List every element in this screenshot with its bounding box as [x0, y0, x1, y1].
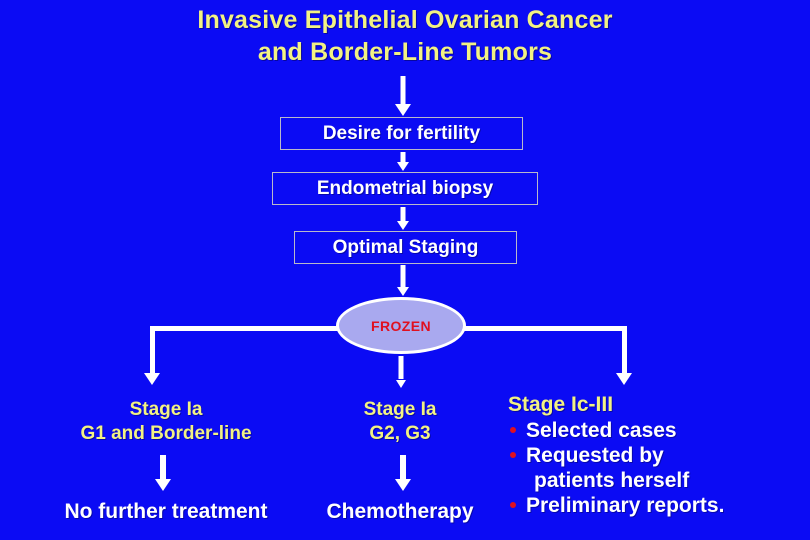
list-item-text: Preliminary reports. [526, 494, 725, 517]
arrow-head-icon [155, 479, 171, 491]
connector-right-horizontal [452, 326, 627, 331]
arrow-head-icon [396, 380, 406, 388]
arrow-shaft [398, 356, 404, 379]
arrow-title-to-fertility [394, 76, 412, 116]
bullet-dot-icon [510, 452, 516, 458]
bullet-dot-icon [510, 502, 516, 508]
flow-box-label: Optimal Staging [332, 236, 479, 258]
connector-right-vertical [622, 326, 627, 374]
branch-left-stage-label: Stage Ia G1 and Border-line [38, 398, 294, 446]
list-item-text: Selected cases [526, 419, 677, 442]
arrow-staging-to-frozen [396, 265, 410, 296]
arrow-fertility-to-biopsy [396, 152, 410, 171]
page-title: Invasive Epithelial Ovarian Cancer and B… [0, 4, 810, 68]
branch-left-stage-line-1: Stage Ia [129, 399, 203, 420]
branch-middle-stage-line-2: G2, G3 [369, 423, 431, 444]
arrow-shaft [160, 455, 166, 479]
arrow-head-icon-left-branch [144, 373, 160, 385]
connector-left-vertical [150, 326, 155, 374]
branch-right-column: Stage Ic-III Selected cases Requested by… [508, 392, 804, 518]
arrow-shaft [400, 76, 406, 104]
branch-middle-outcome: Chemotherapy [326, 500, 474, 523]
arrow-left-stage-to-outcome [154, 455, 172, 491]
arrow-shaft [400, 265, 406, 287]
arrow-frozen-to-middle-branch [394, 356, 408, 388]
title-line-1: Invasive Epithelial Ovarian Cancer [197, 6, 613, 34]
arrow-head-icon-right-branch [616, 373, 632, 385]
arrow-head-icon [395, 104, 411, 116]
branch-right-stage-title: Stage Ic-III [508, 393, 614, 416]
decision-node-label: FROZEN [371, 317, 431, 334]
title-line-2: and Border-Line Tumors [257, 38, 553, 66]
flow-box-optimal-staging[interactable]: Optimal Staging [294, 231, 517, 264]
branch-left-stage-line-2: G1 and Border-line [80, 423, 252, 444]
arrow-shaft [400, 207, 406, 221]
decision-node-frozen[interactable]: FROZEN [336, 297, 466, 354]
branch-middle-stage-label: Stage Ia G2, G3 [300, 398, 500, 446]
list-item-continuation: patients herself [534, 469, 690, 492]
flow-box-label: Desire for fertility [322, 122, 481, 144]
arrow-head-icon [395, 479, 411, 491]
branch-left-outcome: No further treatment [64, 500, 268, 523]
bullet-dot-icon [510, 427, 516, 433]
list-item: Selected cases [508, 418, 804, 443]
connector-left-horizontal [150, 326, 350, 331]
arrow-head-icon [397, 287, 409, 296]
branch-right-bullet-list: Selected cases Requested by patients her… [508, 418, 804, 518]
arrow-shaft [400, 152, 406, 162]
arrow-biopsy-to-staging [396, 207, 410, 230]
arrow-shaft [400, 455, 406, 479]
list-item: Requested by patients herself [508, 443, 804, 493]
arrow-head-icon [397, 221, 409, 230]
flow-box-desire-for-fertility[interactable]: Desire for fertility [280, 117, 523, 150]
arrow-head-icon [397, 162, 409, 171]
arrow-middle-stage-to-outcome [394, 455, 412, 491]
branch-middle-stage-line-1: Stage Ia [363, 399, 437, 420]
list-item-text: Requested by [526, 444, 664, 467]
list-item: Preliminary reports. [508, 493, 804, 518]
flow-box-endometrial-biopsy[interactable]: Endometrial biopsy [272, 172, 538, 205]
flow-box-label: Endometrial biopsy [316, 177, 494, 199]
